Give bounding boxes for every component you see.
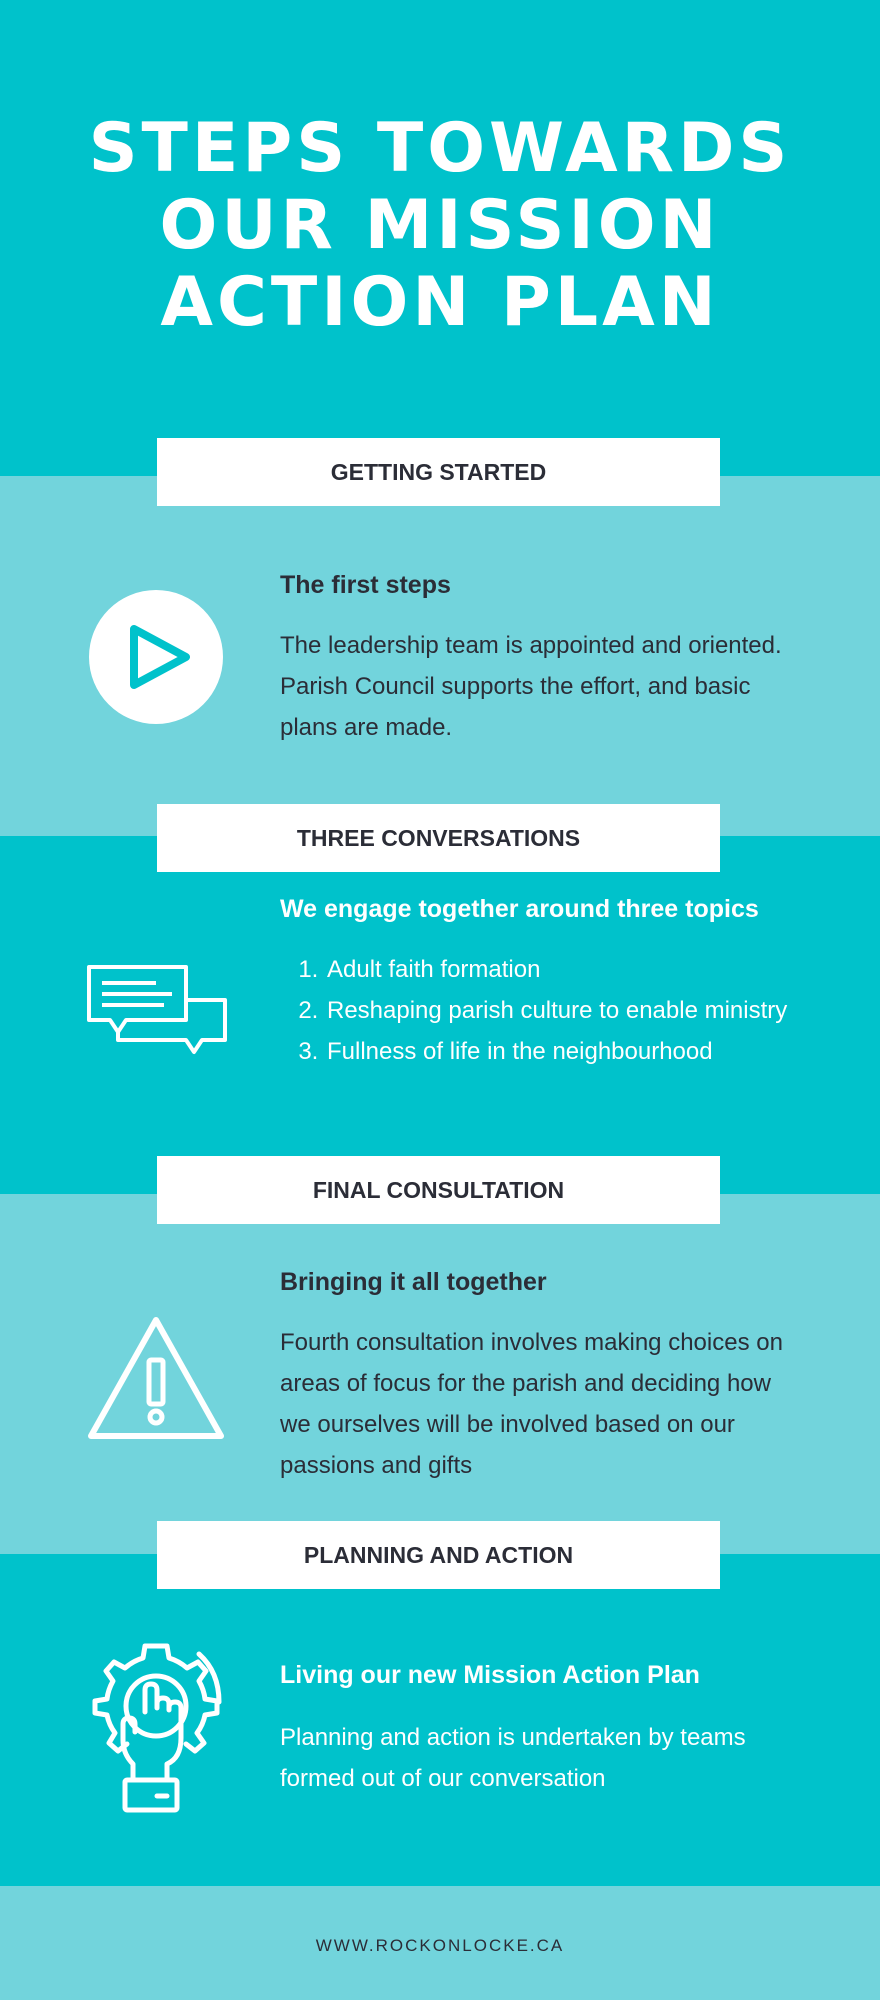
list-item: Adult faith formation — [325, 949, 795, 990]
section-heading-3: Bringing it all together — [280, 1268, 547, 1296]
section-band-4 — [0, 1554, 880, 1886]
section-body-3: Fourth consultation involves making choi… — [280, 1329, 783, 1479]
section-label-final-consultation: FINAL CONSULTATION — [157, 1156, 720, 1224]
list-item: Fullness of life in the neighbourhood — [325, 1031, 795, 1072]
footer-url: WWW.ROCKONLOCKE.CA — [315, 1936, 565, 1955]
warning-icon — [87, 1316, 225, 1445]
hand-gear-icon — [87, 1640, 225, 1821]
section-heading-2: We engage together around three topics — [280, 895, 759, 923]
section-label-planning-and-action: PLANNING AND ACTION — [157, 1521, 720, 1589]
page-title: STEPS TOWARDS OUR MISSION ACTION PLAN — [88, 109, 792, 342]
section-body-4: Planning and action is undertaken by tea… — [280, 1724, 746, 1792]
section-label-getting-started: GETTING STARTED — [157, 438, 720, 506]
header-band — [0, 0, 880, 476]
list-item: Reshaping parish culture to enable minis… — [325, 990, 795, 1031]
chat-bubbles-icon — [86, 964, 228, 1067]
section-heading-4: Living our new Mission Action Plan — [280, 1661, 700, 1689]
section-body-1: The leadership team is appointed and ori… — [280, 632, 782, 741]
section-heading-1: The first steps — [280, 571, 451, 599]
footer-band — [0, 1886, 880, 2000]
section-label-three-conversations: THREE CONVERSATIONS — [157, 804, 720, 872]
play-icon — [88, 589, 224, 730]
topic-list: Adult faith formation Reshaping parish c… — [280, 949, 795, 1072]
